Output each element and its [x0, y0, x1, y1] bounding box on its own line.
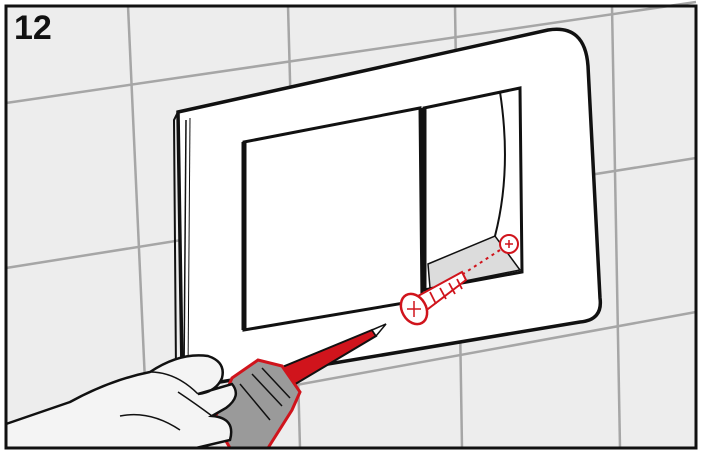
small-flush-button	[424, 88, 522, 290]
large-flush-button	[244, 108, 422, 330]
screw-hole-icon	[500, 235, 518, 253]
step-number: 12	[14, 8, 52, 48]
